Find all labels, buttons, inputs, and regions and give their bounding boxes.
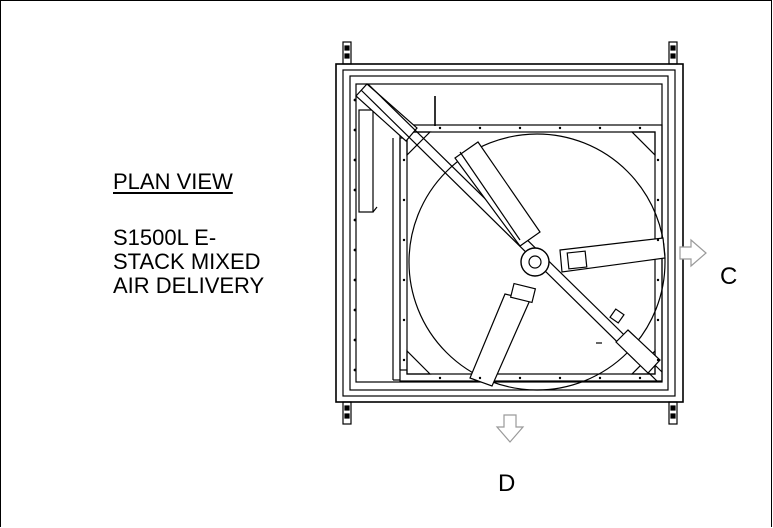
diagonal-strut	[355, 83, 663, 383]
description-line-1: S1500L E-	[113, 225, 217, 250]
mounting-bracket-bottom-right	[668, 401, 678, 425]
outlet-d-label: D	[498, 470, 516, 497]
fan-blade-lower	[469, 282, 537, 387]
description-line-2: STACK MIXED	[113, 249, 261, 274]
outer-housing	[335, 63, 684, 403]
control-box	[358, 109, 374, 213]
fan-blade-right	[559, 237, 666, 273]
airflow-arrow-right-icon	[679, 238, 707, 268]
fan-wheel	[408, 133, 666, 391]
view-title: PLAN VIEW	[113, 169, 233, 194]
fan-blade-upper	[454, 141, 541, 247]
inner-frame	[349, 75, 669, 391]
fan-hub	[520, 247, 550, 277]
unit-description: S1500L E- STACK MIXED AIR DELIVERY	[113, 226, 264, 298]
outlet-c-label: C	[720, 263, 738, 290]
airflow-arrow-down-icon	[495, 414, 525, 443]
mounting-bracket-top-left	[342, 41, 352, 65]
mounting-bracket-bottom-left	[342, 401, 352, 425]
mounting-bracket-top-right	[668, 41, 678, 65]
description-line-3: AIR DELIVERY	[113, 273, 265, 298]
